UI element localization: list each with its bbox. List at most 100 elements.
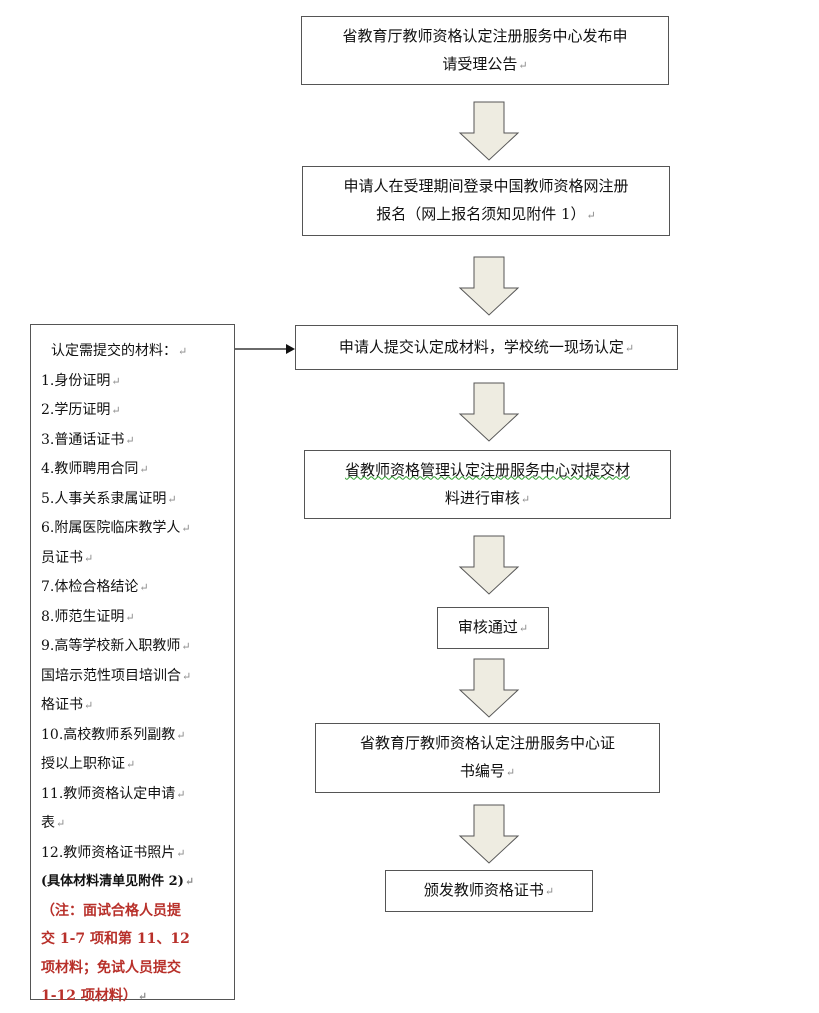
paragraph-mark-icon: ↵ [139, 581, 149, 594]
paragraph-mark-icon: ↵ [518, 622, 529, 635]
material-item-text: 11.教师资格认定申请 [41, 785, 176, 802]
paragraph-mark-icon: ↵ [182, 669, 192, 683]
material-item: 国培示范性项目培训合↵ [41, 662, 226, 692]
paragraph-mark-icon: ↵ [505, 766, 516, 779]
paragraph-mark-icon: ↵ [586, 209, 596, 222]
step-4-line1: 省教师资格管理认定注册服务中心对提交材 [344, 460, 630, 479]
paragraph-mark-icon: ↵ [178, 345, 188, 358]
right-arrow-icon [234, 344, 295, 354]
step-5-box: 审核通过↵ [437, 607, 549, 649]
step-5-line1: 审核通过 [457, 618, 518, 636]
material-item: 10.高校教师系列副教↵ [41, 721, 226, 751]
material-item-text: 员证书 [41, 549, 83, 566]
down-arrow-icon [458, 658, 520, 718]
paragraph-mark-icon: ↵ [111, 374, 121, 388]
step-4-box: 省教师资格管理认定注册服务中心对提交材料进行审核↵ [304, 450, 671, 519]
red-note-line: 交 1-7 项和第 11、12 [41, 925, 226, 954]
material-item-text: 格证书 [41, 697, 83, 713]
materials-note: (具体材料清单见附件 2) [41, 874, 184, 889]
material-item-text: 4.教师聘用合同 [41, 461, 139, 477]
step-7-line1: 颁发教师资格证书 [423, 881, 544, 899]
paragraph-mark-icon: ↵ [167, 492, 177, 506]
material-item: 9.高等学校新入职教师↵ [41, 632, 226, 662]
material-item-text: 1.身份证明 [41, 372, 111, 389]
step-2-box: 申请人在受理期间登录中国教师资格网注册报名（网上报名须知见附件 1）↵ [302, 166, 670, 236]
material-item-text: 授以上职称证 [41, 756, 125, 772]
material-item: 格证书↵ [41, 691, 226, 721]
paragraph-mark-icon: ↵ [181, 640, 191, 653]
material-item-text: 国培示范性项目培训合 [41, 667, 181, 684]
step-7-box: 颁发教师资格证书↵ [385, 870, 593, 912]
down-arrow-icon [458, 382, 520, 442]
material-item-text: 表 [41, 815, 55, 831]
paragraph-mark-icon: ↵ [176, 846, 186, 860]
paragraph-mark-icon: ↵ [176, 787, 186, 801]
material-item-text: 9.高等学校新入职教师 [41, 638, 181, 654]
material-item-text: 3.普通话证书 [41, 431, 125, 448]
paragraph-mark-icon: ↵ [520, 492, 531, 506]
paragraph-mark-icon: ↵ [184, 875, 195, 888]
paragraph-mark-icon: ↵ [544, 885, 555, 898]
paragraph-mark-icon: ↵ [624, 341, 635, 355]
red-note-line: 项材料；免试人员提交 [41, 954, 226, 983]
material-item-text: 7.体检合格结论 [41, 579, 139, 595]
materials-red-note: （注：面试合格人员提交 1-7 项和第 11、12 项材料；免试人员提交 1-12 … [41, 897, 226, 1012]
down-arrow-icon [458, 256, 520, 316]
down-arrow-icon [458, 535, 520, 595]
paragraph-mark-icon: ↵ [137, 990, 148, 1003]
paragraph-mark-icon: ↵ [125, 433, 135, 447]
step-3-box: 申请人提交认定成材料，学校统一现场认定↵ [295, 325, 678, 370]
material-item: 5.人事关系隶属证明↵ [41, 485, 226, 515]
step-6-line2: 书编号 [459, 762, 505, 780]
material-item: 授以上职称证↵ [41, 750, 226, 780]
materials-box: 认定需提交的材料：↵ 1.身份证明↵2.学历证明↵3.普通话证书↵4.教师聘用合… [30, 324, 235, 1004]
down-arrow-icon [458, 101, 520, 161]
down-arrow-icon [458, 804, 520, 864]
paragraph-mark-icon: ↵ [84, 699, 94, 712]
material-item-text: 2.学历证明 [41, 402, 111, 418]
step-1-box: 省教育厅教师资格认定注册服务中心发布申请受理公告↵ [301, 16, 669, 85]
material-item: 1.身份证明↵ [41, 367, 226, 397]
paragraph-mark-icon: ↵ [181, 522, 191, 535]
step-6-line1: 省教育厅教师资格认定注册服务中心证 [359, 734, 615, 752]
material-item-text: 8.师范生证明 [41, 608, 125, 625]
material-item: 8.师范生证明↵ [41, 603, 226, 633]
material-item-text: 10.高校教师系列副教 [41, 726, 176, 743]
paragraph-mark-icon: ↵ [126, 758, 136, 771]
red-note-text: （注：面试合格人员提 [41, 902, 181, 919]
red-note-text: 1-12 项材料） [41, 988, 137, 1004]
material-item-text: 5.人事关系隶属证明 [41, 490, 167, 507]
material-item-text: 12.教师资格证书照片 [41, 844, 176, 861]
material-item: 3.普通话证书↵ [41, 426, 226, 456]
red-note-text: 项材料；免试人员提交 [41, 959, 181, 976]
red-note-text: 交 1-7 项和第 11、12 [41, 931, 190, 947]
materials-note-row: (具体材料清单见附件 2)↵ [41, 868, 226, 897]
material-item: 2.学历证明↵ [41, 396, 226, 426]
material-item: 7.体检合格结论↵ [41, 573, 226, 603]
paragraph-mark-icon: ↵ [56, 817, 66, 830]
paragraph-mark-icon: ↵ [139, 463, 149, 476]
paragraph-mark-icon: ↵ [84, 551, 94, 565]
step-1-line2: 请受理公告 [442, 54, 518, 73]
red-note-line: 1-12 项材料）↵ [41, 982, 226, 1012]
step-4-line2: 料进行审核 [444, 488, 520, 507]
materials-title-row: 认定需提交的材料：↵ [41, 337, 226, 367]
material-item: 11.教师资格认定申请↵ [41, 780, 226, 810]
paragraph-mark-icon: ↵ [518, 58, 528, 72]
materials-title: 认定需提交的材料： [51, 343, 177, 359]
step-2-line1: 申请人在受理期间登录中国教师资格网注册 [343, 177, 629, 195]
paragraph-mark-icon: ↵ [111, 404, 121, 417]
step-2-line2: 报名（网上报名须知见附件 1） [376, 205, 586, 223]
red-note-line: （注：面试合格人员提 [41, 897, 226, 926]
paragraph-mark-icon: ↵ [125, 610, 135, 624]
material-item-text: 6.附属医院临床教学人 [41, 520, 181, 536]
step-1-line1: 省教育厅教师资格认定注册服务中心发布申 [342, 26, 628, 45]
step-6-box: 省教育厅教师资格认定注册服务中心证书编号↵ [315, 723, 660, 793]
material-item: 4.教师聘用合同↵ [41, 455, 226, 485]
paragraph-mark-icon: ↵ [176, 728, 186, 742]
material-item: 12.教师资格证书照片↵ [41, 839, 226, 869]
step-3-line1: 申请人提交认定成材料，学校统一现场认定 [338, 337, 624, 356]
material-item: 员证书↵ [41, 544, 226, 574]
material-item: 6.附属医院临床教学人↵ [41, 514, 226, 544]
material-item: 表↵ [41, 809, 226, 839]
